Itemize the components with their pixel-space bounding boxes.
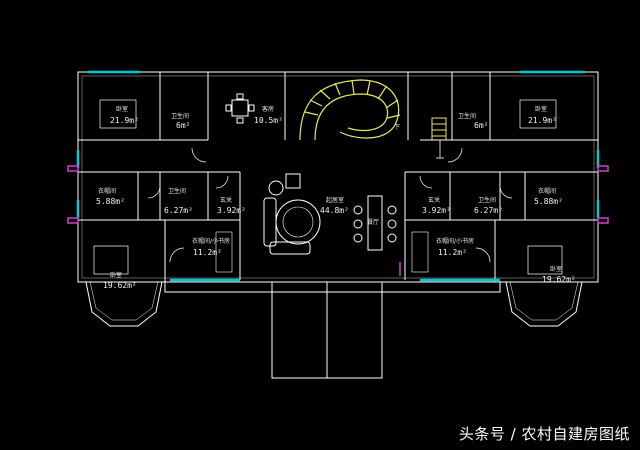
room-name-bedroom-br: 卧室 [550,266,563,273]
room-name-cloak-l: 衣帽间 [98,188,117,195]
room-name-living: 起居室 [326,197,345,204]
room-area-bath-tl: 6m² [176,121,191,130]
room-area-closet-r: 3.92m² [422,206,451,215]
stair-label: 下 [394,124,401,131]
room-name-cloakbar-r: 衣帽间/小书房 [436,238,475,245]
room-area-bath-ml: 6.27m² [164,206,193,215]
room-area-bath-tr: 6m² [474,121,489,130]
room-name-cloakbar-l: 衣帽间/小书房 [192,238,231,245]
room-name-closet-r: 玄关 [428,197,441,204]
room-name-bath-ml: 卫生间 [168,188,187,195]
watermark-text: 头条号 / 农村自建房图纸 [458,425,630,443]
room-area-guest: 10.5m² [254,116,283,125]
wall-lines [77,71,599,379]
room-area-cloak-r: 5.88m² [534,197,563,206]
spiral-stair [299,79,401,141]
room-area-bath-mr: 6.27m² [474,206,503,215]
room-name-bedroom-tl: 卧室 [116,106,129,113]
room-name-bedroom-bl: 卧室 [110,272,123,279]
room-area-cloakbar-l: 11.2m² [193,248,222,257]
room-area-bedroom-bl: 19.62m² [103,281,137,290]
room-area-cloak-l: 5.88m² [96,197,125,206]
room-name-bedroom-tr: 卧室 [535,106,548,113]
room-area-bedroom-br: 19.62m² [542,275,576,284]
dining-tag: 餐厅 [367,219,380,226]
door-swings [147,147,513,263]
room-name-bath-tl: 卫生间 [171,113,190,120]
room-name-closet-l: 玄关 [220,197,233,204]
room-area-cloakbar-r: 11.2m² [438,248,467,257]
room-area-living: 44.8m² [320,206,349,215]
room-name-guest: 客房 [262,106,275,113]
room-area-closet-l: 3.92m² [217,206,246,215]
room-name-cloak-r: 衣帽间 [538,188,557,195]
room-name-bath-tr: 卫生间 [458,113,477,120]
room-name-bath-mr: 卫生间 [478,197,497,204]
room-area-bedroom-tr: 21.9m² [528,116,557,125]
room-area-bedroom-tl: 21.9m² [110,116,139,125]
window-marks [76,70,600,282]
